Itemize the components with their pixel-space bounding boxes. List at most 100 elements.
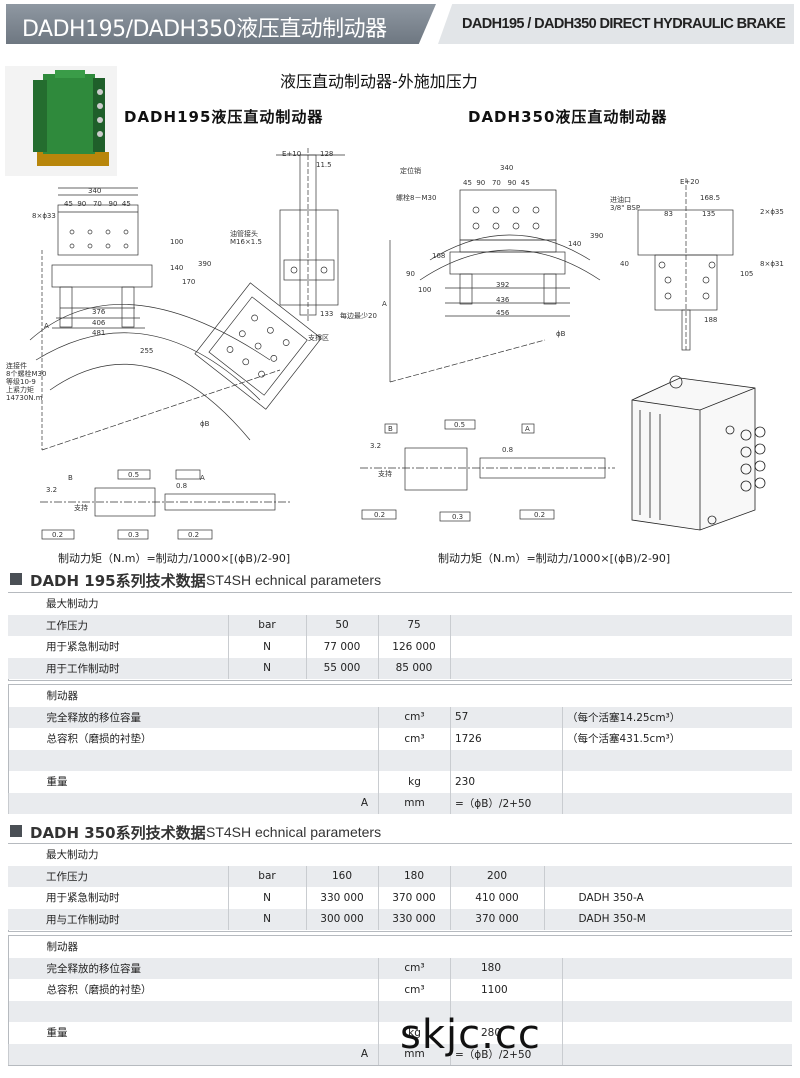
row-value: 77 000 — [305, 636, 378, 658]
support-label-left: 支持 — [74, 504, 88, 512]
row-value: 1726 — [450, 728, 563, 750]
force-title: 最大制动力 — [8, 593, 792, 615]
dim-376: 376 — [92, 308, 106, 316]
row-label: 用于工作制动时 — [8, 657, 228, 679]
datum-b-left: B — [68, 474, 73, 482]
row-label: 用与工作制动时 — [8, 908, 228, 930]
table-row: 用于紧急制动时 N 330 000 370 000 410 000 DADH 3… — [8, 887, 792, 909]
dim-392: 392 — [496, 281, 510, 289]
brake-photo-icon — [5, 66, 117, 176]
table-row: 制动器 — [8, 685, 792, 707]
row-empty — [449, 614, 792, 636]
row-value: 180 — [377, 865, 450, 887]
watermark-text: skjc.cc — [400, 1012, 541, 1058]
row-note — [562, 771, 792, 793]
table-row: 总容积（磨损的衬垫） cm³ 1726 （每个活塞431.5cm³） — [8, 728, 792, 750]
dadh195-heading-en: ST4SH echnical parameters — [206, 572, 382, 588]
dim-2x35: 2×ϕ35 — [760, 208, 784, 216]
technical-drawings: 液压直动制动器-外施加压力 DADH195液压直动制动器 DADH350液压直动… — [0, 60, 800, 570]
oil-fitting-note: 油管接头 M16×1.5 — [230, 230, 262, 246]
dim-340-right: 340 — [500, 164, 514, 172]
row-unit — [378, 1000, 451, 1022]
support-zone-label: 支撑区 — [308, 334, 329, 342]
dim-188: 188 — [704, 316, 718, 324]
dadh195-drawing-title: DADH195液压直动制动器 — [124, 108, 324, 126]
dadh350-heading-en: ST4SH echnical parameters — [206, 824, 382, 840]
table-row: 重量 kg 230 — [8, 771, 792, 793]
tol-03-left: 0.3 — [128, 531, 140, 539]
dadh350-section-heading: DADH 350系列技术数据 ST4SH echnical parameters — [8, 820, 792, 842]
row-value: 126 000 — [377, 636, 450, 658]
row-label: 重量 — [8, 771, 379, 793]
table-row: 工作压力 bar 50 75 — [8, 614, 792, 636]
dim-1685: 168.5 — [700, 194, 721, 202]
torque-formula-right: 制动力矩（N.m）=制动力/1000×[(ϕB)/2-90] — [438, 552, 671, 565]
row-value: 180 — [450, 957, 563, 979]
row-empty — [562, 1043, 792, 1065]
row-note: （每个活塞14.25cm³） — [562, 706, 792, 728]
row-label: 用于紧急制动时 — [8, 636, 228, 658]
dadh195-heading-cn: DADH 195系列技术数据 — [30, 572, 206, 590]
dim-100-right: 100 — [418, 286, 432, 294]
row-model: DADH 350-A — [543, 887, 792, 909]
table-row: 制动器 — [8, 936, 792, 958]
row-value: 75 — [377, 614, 450, 636]
row-label: 完全释放的移位容量 — [8, 706, 379, 728]
row-unit: N — [227, 657, 306, 679]
row-value: 230 — [450, 771, 563, 793]
dim-168: 168 — [432, 252, 446, 260]
row-value: =（ϕB）/2+50 — [450, 792, 563, 814]
dim-255: 255 — [140, 347, 154, 355]
tol-02-right-b: 0.2 — [374, 511, 386, 519]
row-model — [543, 865, 792, 887]
dim-128: 128 — [320, 150, 334, 158]
row-unit: cm³ — [378, 706, 451, 728]
row-empty — [449, 636, 792, 658]
brake-title: 制动器 — [8, 936, 792, 958]
table-row: 工作压力 bar 160 180 200 — [8, 865, 792, 887]
datum-a-left: A — [200, 474, 205, 482]
row-label: 重量 — [8, 1022, 379, 1044]
row-value: 85 000 — [377, 657, 450, 679]
connection-note-left: 连接件 8个螺栓M30 等级10-9 上紧力矩 14730N.m — [6, 362, 47, 402]
row-value: 280 — [450, 1022, 563, 1044]
table-row: 总容积（磨损的衬垫） cm³ 1100 — [8, 979, 792, 1001]
dim-115: 11.5 — [316, 161, 332, 169]
ra-32-right: 3.2 — [370, 442, 382, 450]
row-unit: kg — [378, 771, 451, 793]
dim-456: 456 — [496, 309, 510, 317]
dim-140-right: 140 — [568, 240, 582, 248]
row-label: 完全释放的移位容量 — [8, 957, 379, 979]
row-value: =（ϕB）/2+50 — [450, 1043, 563, 1065]
tol-05-left: 0.5 — [128, 471, 140, 479]
table-row — [8, 749, 792, 771]
dadh350-brake-table: 制动器 完全释放的移位容量 cm³ 180 总容积（磨损的衬垫） cm³ 110… — [8, 936, 792, 1065]
drawing-lines — [29, 148, 766, 540]
row-label: 总容积（磨损的衬垫） — [8, 979, 379, 1001]
row-empty — [562, 979, 792, 1001]
row-empty — [562, 1000, 792, 1022]
bolt-label: 螺栓8－M30 — [396, 194, 437, 202]
table-row: A mm =（ϕB）/2+50 — [8, 792, 792, 814]
row-unit: kg — [378, 1022, 451, 1044]
dim-8x33: 8×ϕ33 — [32, 212, 56, 220]
row-value: 370 000 — [449, 908, 544, 930]
row-empty — [562, 957, 792, 979]
dadh195-section-heading: DADH 195系列技术数据 ST4SH echnical parameters — [8, 568, 792, 590]
datum-a-right: A — [525, 425, 530, 433]
tol-02-left-a: 0.2 — [188, 531, 200, 539]
drawing-main-title: 液压直动制动器-外施加压力 — [280, 72, 478, 91]
dim-e20: E+20 — [680, 178, 700, 186]
section-square-icon — [10, 573, 22, 585]
dadh350-drawing-title: DADH350液压直动制动器 — [468, 108, 668, 126]
title-en-block: DADH195 / DADH350 DIRECT HYDRAULIC BRAKE — [438, 4, 794, 44]
dim-a-left: A — [44, 322, 49, 330]
dim-390-left: 390 — [198, 260, 212, 268]
table-row: 完全释放的移位容量 cm³ 57 （每个活塞14.25cm³） — [8, 706, 792, 728]
table-row — [8, 1000, 792, 1022]
row-unit — [378, 749, 451, 771]
row-value: 57 — [450, 706, 563, 728]
tol-05-right: 0.5 — [454, 421, 466, 429]
support-label-right: 支持 — [378, 470, 392, 478]
dim-170: 170 — [182, 278, 196, 286]
